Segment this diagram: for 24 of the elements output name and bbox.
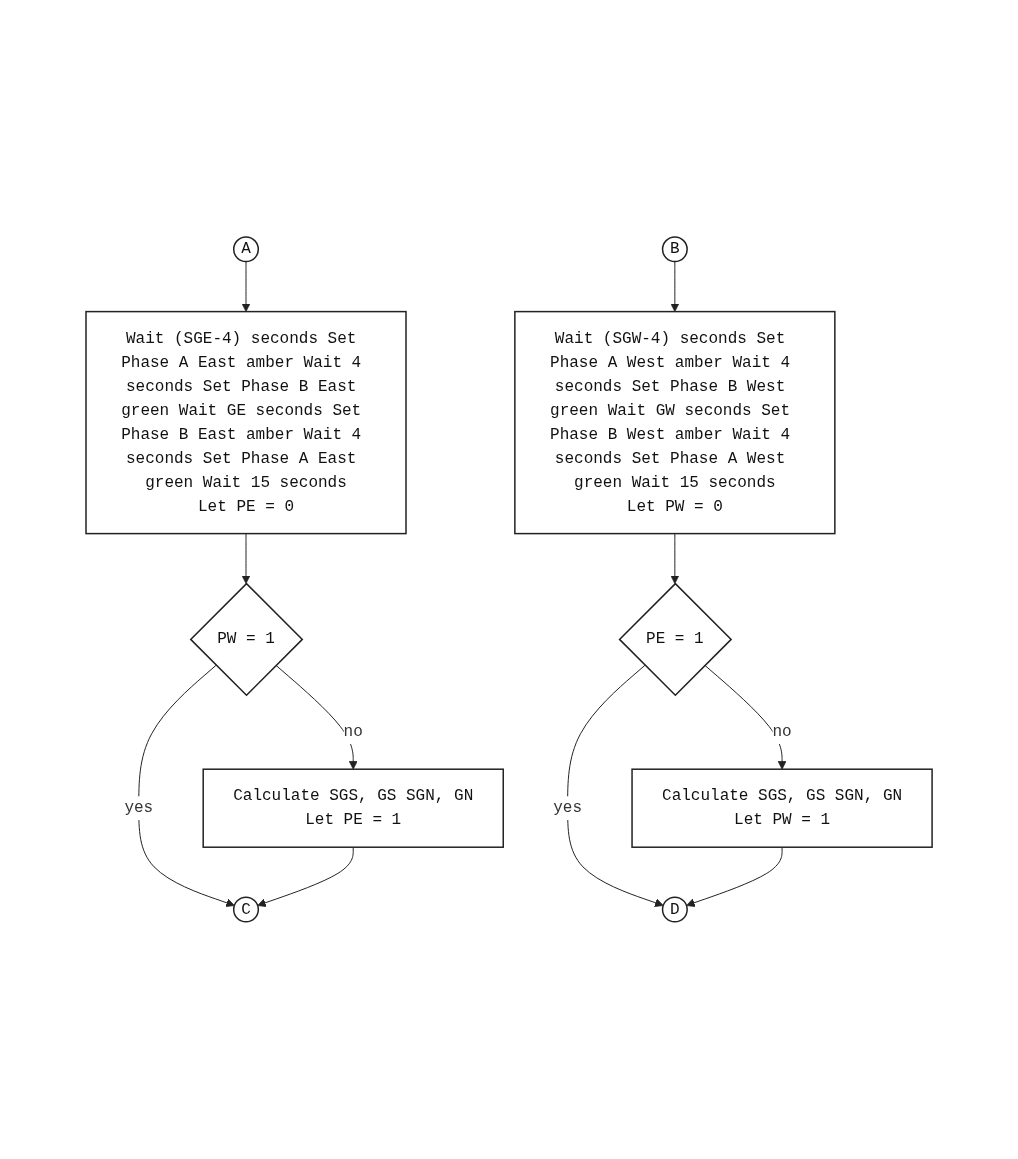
arrow bbox=[241, 533, 251, 585]
node-diamond: PE = 1 bbox=[618, 582, 733, 697]
edge-label: no bbox=[343, 723, 363, 742]
arrow bbox=[138, 664, 235, 908]
arrow bbox=[241, 261, 251, 313]
edge-label: yes bbox=[124, 799, 154, 818]
node-circle: C bbox=[232, 896, 259, 923]
node-circle: B bbox=[661, 236, 688, 263]
node-circle: D bbox=[661, 896, 688, 923]
edge-label: yes bbox=[553, 799, 582, 818]
arrow bbox=[567, 664, 664, 908]
node-box: Calculate SGS, GS SGN, GN Let PE = 1 bbox=[202, 768, 504, 849]
arrow bbox=[275, 664, 358, 770]
edge-label: no bbox=[772, 723, 792, 742]
arrow bbox=[686, 846, 783, 908]
arrow bbox=[670, 533, 680, 585]
arrow bbox=[704, 664, 787, 770]
node-diamond: PW = 1 bbox=[189, 582, 304, 697]
node-box: Wait (SGW-4) seconds Set Phase A West amber Wait 4 seconds Set Phase B West green Wait GW seconds Set Phase B West amber Wait 4 seconds Set Phase A West green Wait 15 seconds Let PW = 0 bbox=[514, 310, 836, 535]
arrow bbox=[257, 846, 354, 908]
arrow bbox=[670, 261, 680, 313]
node-circle: A bbox=[232, 236, 259, 263]
node-box: Calculate SGS, GS SGN, GN Let PW = 1 bbox=[631, 768, 933, 849]
node-box: Wait (SGE-4) seconds Set Phase A East amber Wait 4 seconds Set Phase B East green Wait GE seconds Set Phase B East amber Wait 4 seconds Set Phase A East green Wait 15 seconds Let PE = 0 bbox=[85, 310, 407, 535]
